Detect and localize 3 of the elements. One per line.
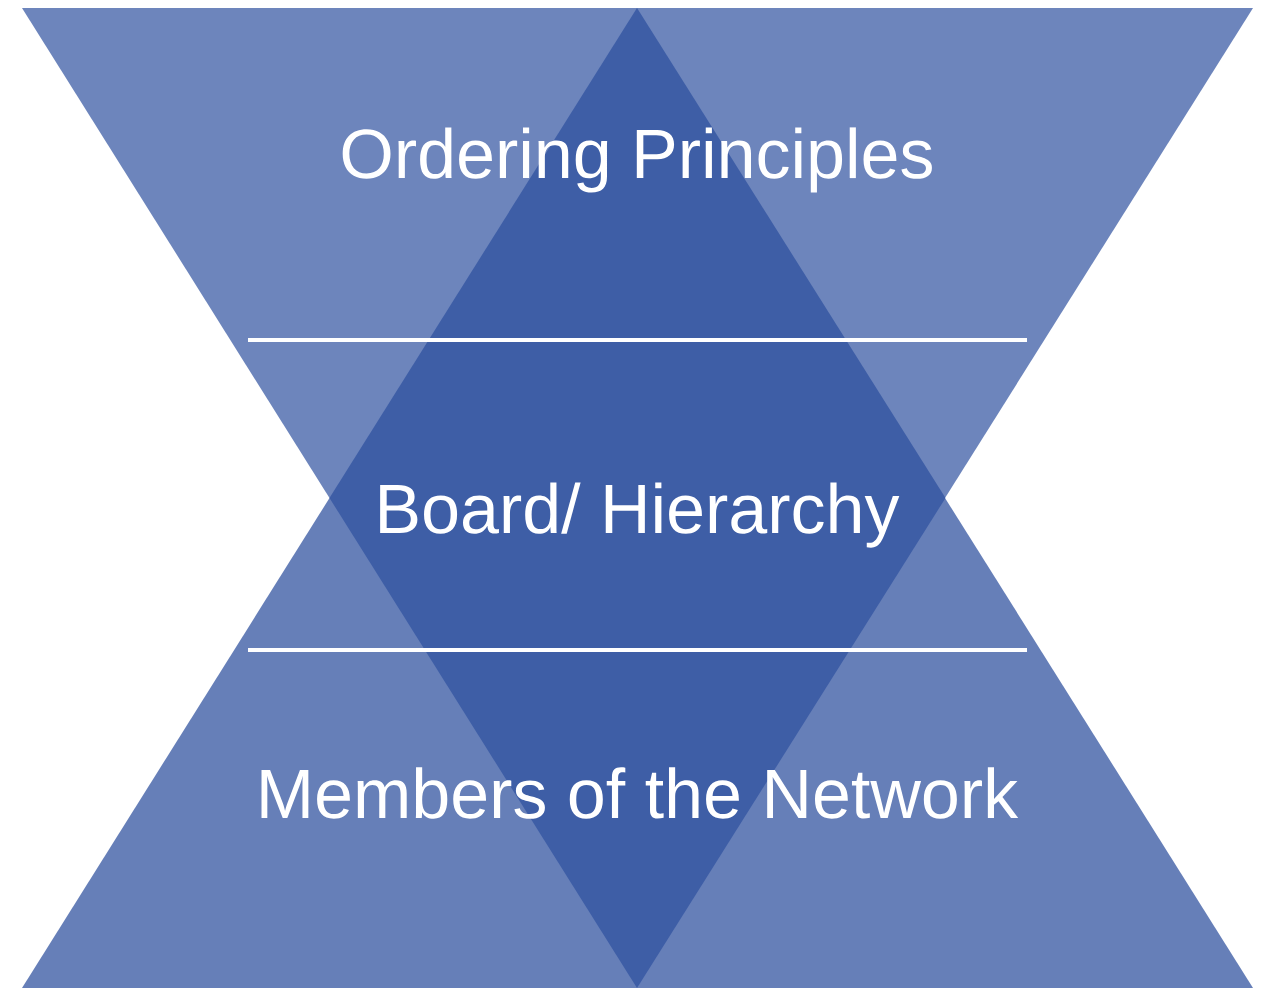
band-label: Board/ Hierarchy (380, 482, 900, 548)
band-label: Members of the Network (261, 767, 1019, 819)
band-label: Ordering Principles (342, 127, 932, 193)
